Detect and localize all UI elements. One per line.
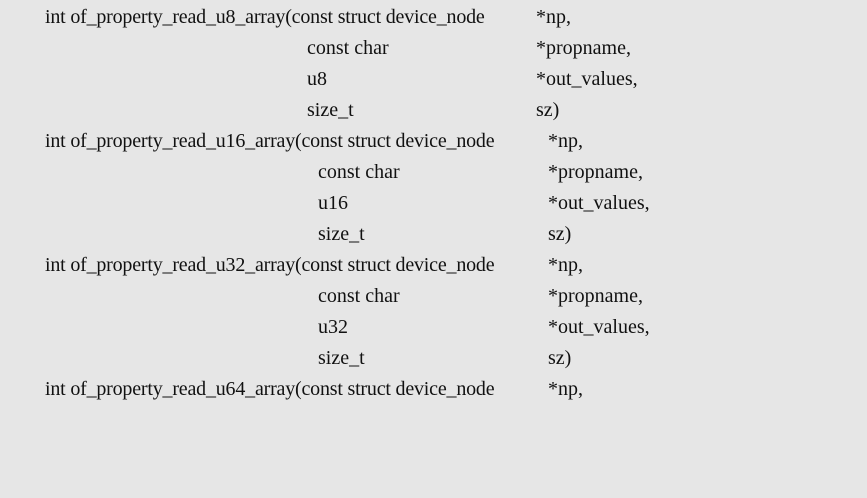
function-signature-line: int of_property_read_u8_array(const stru… — [0, 2, 867, 33]
function-declaration: int of_property_read_u32_array(const str… — [45, 254, 495, 276]
param-name: sz) — [548, 223, 572, 245]
param-name: *np, — [536, 6, 571, 28]
param-name: *out_values, — [548, 192, 650, 214]
param-name: *np, — [548, 130, 583, 152]
param-name: sz) — [548, 347, 572, 369]
param-type: size_t — [307, 99, 354, 121]
function-declaration: int of_property_read_u8_array(const stru… — [45, 6, 485, 28]
param-line: u32 *out_values, — [0, 312, 867, 343]
param-line: size_t sz) — [0, 95, 867, 126]
param-name: *out_values, — [548, 316, 650, 338]
param-line: const char *propname, — [0, 157, 867, 188]
param-name: *propname, — [536, 37, 631, 59]
param-name: sz) — [536, 99, 560, 121]
code-document: int of_property_read_u8_array(const stru… — [0, 2, 867, 400]
function-signature-line: int of_property_read_u64_array(const str… — [0, 374, 867, 405]
param-type: const char — [318, 161, 400, 183]
param-line: u8 *out_values, — [0, 64, 867, 95]
function-signature-line: int of_property_read_u16_array(const str… — [0, 126, 867, 157]
param-line: const char *propname, — [0, 33, 867, 64]
param-line: u16 *out_values, — [0, 188, 867, 219]
param-line: size_t sz) — [0, 219, 867, 250]
param-name: *propname, — [548, 161, 643, 183]
param-type: size_t — [318, 347, 365, 369]
function-declaration: int of_property_read_u16_array(const str… — [45, 130, 495, 152]
param-name: *np, — [548, 378, 583, 400]
param-line: const char *propname, — [0, 281, 867, 312]
param-name: *out_values, — [536, 68, 638, 90]
function-declaration: int of_property_read_u64_array(const str… — [45, 378, 495, 400]
param-type: u32 — [318, 316, 348, 338]
param-name: *np, — [548, 254, 583, 276]
param-type: size_t — [318, 223, 365, 245]
function-signature-line: int of_property_read_u32_array(const str… — [0, 250, 867, 281]
param-type: u8 — [307, 68, 327, 90]
param-type: u16 — [318, 192, 348, 214]
param-type: const char — [318, 285, 400, 307]
param-name: *propname, — [548, 285, 643, 307]
param-type: const char — [307, 37, 389, 59]
param-line: size_t sz) — [0, 343, 867, 374]
